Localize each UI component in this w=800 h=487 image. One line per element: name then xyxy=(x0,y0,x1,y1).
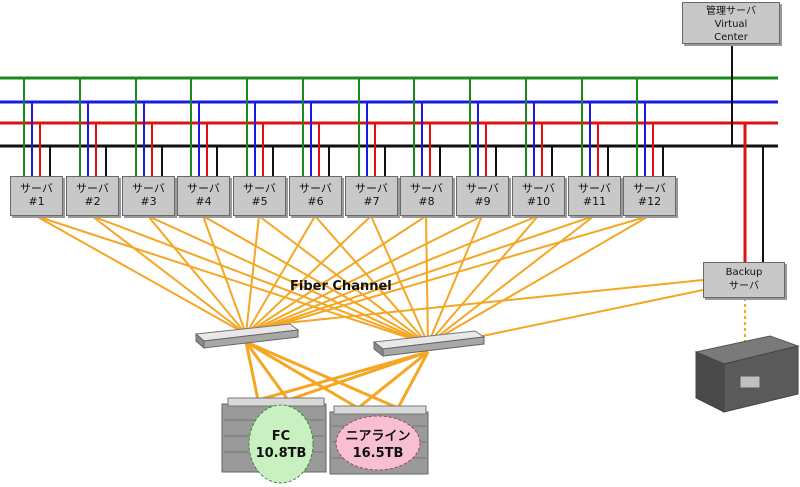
switch1-storage-link-4 xyxy=(245,340,399,410)
server-6-fc-link-2 xyxy=(314,215,429,345)
server-3-fc-link-1 xyxy=(147,215,247,335)
backup-fc-link-1 xyxy=(467,289,704,340)
fc-switch-1 xyxy=(194,323,300,350)
backup-server: Backup サーバ xyxy=(703,262,785,298)
backup-fc-link-2 xyxy=(275,279,704,325)
nearline-disk-array xyxy=(329,405,429,475)
fc-switch-2 xyxy=(372,330,486,358)
server-12-fc-link-2 xyxy=(427,215,650,345)
server-3-fc-link-2 xyxy=(147,215,429,345)
server-2-fc-link-1 xyxy=(91,215,247,335)
server-9-fc-link-1 xyxy=(245,215,483,335)
switch1-storage-link-1 xyxy=(244,341,260,401)
server-4-fc-link-1 xyxy=(202,215,247,335)
server-12-fc-link-1 xyxy=(245,215,650,335)
server-5-fc-link-2 xyxy=(258,215,429,345)
server-8-fc-link-1 xyxy=(245,215,427,335)
fc-disk-array xyxy=(221,397,327,484)
network-lines xyxy=(0,44,778,262)
server-2: サーバ #2 xyxy=(66,176,119,216)
server-9-fc-link-2 xyxy=(427,215,483,345)
server-11: サーバ #11 xyxy=(568,176,621,216)
server-10-fc-link-2 xyxy=(427,215,539,345)
server-2-fc-link-2 xyxy=(91,215,429,345)
fc-storage-label: FC 10.8TB xyxy=(255,429,307,461)
server-10: サーバ #10 xyxy=(512,176,565,216)
server-9: サーバ #9 xyxy=(456,176,509,216)
server-1-fc-link-1 xyxy=(35,215,247,335)
switch2-storage-link-4 xyxy=(396,351,430,409)
tape-library xyxy=(694,335,800,413)
server-11-fc-link-1 xyxy=(245,215,595,335)
server-7-fc-link-2 xyxy=(370,215,429,345)
server-1-fc-link-2 xyxy=(35,215,429,345)
management-server: 管理サーバ Virtual Center xyxy=(682,2,780,44)
server-4: サーバ #4 xyxy=(177,176,230,216)
switch2-storage-link-3 xyxy=(357,350,429,410)
fiber-channel-label: Fiber Channel xyxy=(290,279,392,294)
server-1: サーバ #1 xyxy=(10,176,63,216)
server-7: サーバ #7 xyxy=(345,176,398,216)
switch2-storage-link-2 xyxy=(287,350,429,402)
switch1-storage-link-2 xyxy=(244,341,290,401)
fc-disk-highlight xyxy=(248,404,314,484)
server-10-fc-link-1 xyxy=(245,215,539,335)
server-7-fc-link-1 xyxy=(245,215,372,335)
server-11-fc-link-2 xyxy=(427,215,595,345)
server-6: サーバ #6 xyxy=(289,176,342,216)
server-4-fc-link-2 xyxy=(202,215,429,345)
server-12: サーバ #12 xyxy=(623,176,676,216)
nearline-storage-label: ニアライン 16.5TB xyxy=(345,429,411,461)
switch1-storage-link-3 xyxy=(245,340,359,410)
fiber-channel-links xyxy=(35,215,746,410)
server-6-fc-link-1 xyxy=(245,215,316,335)
switch2-storage-link-1 xyxy=(257,350,429,402)
server-8: サーバ #8 xyxy=(400,176,453,216)
server-5-fc-link-1 xyxy=(245,215,260,335)
server-5: サーバ #5 xyxy=(233,176,286,216)
nearline-disk-highlight xyxy=(335,415,421,471)
server-3: サーバ #3 xyxy=(122,176,175,216)
